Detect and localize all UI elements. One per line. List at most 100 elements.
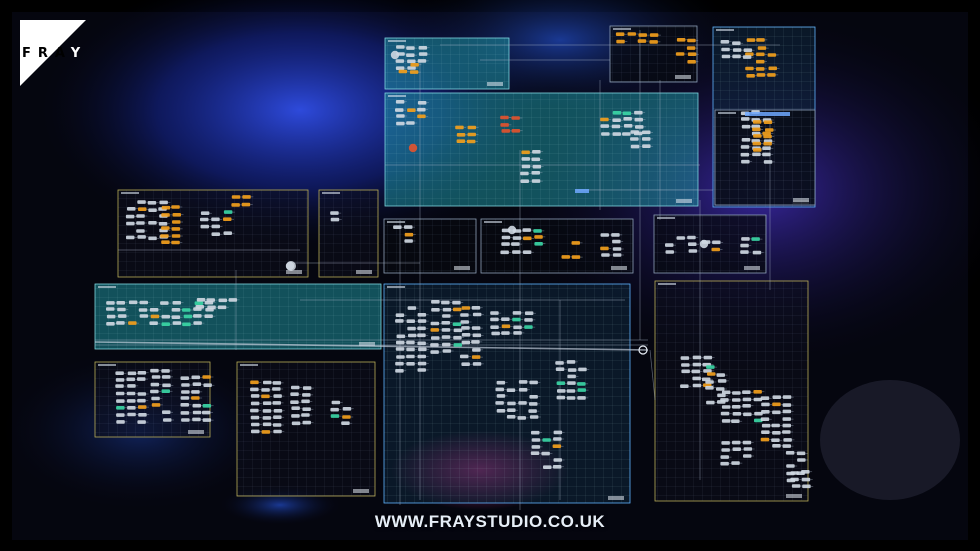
graph-node bbox=[528, 409, 537, 413]
graph-node bbox=[635, 125, 644, 129]
graph-node bbox=[396, 121, 405, 126]
graph-node bbox=[790, 477, 799, 482]
graph-node bbox=[137, 371, 147, 375]
graph-node bbox=[675, 52, 685, 56]
panel-footer-tag bbox=[608, 496, 624, 500]
graph-node bbox=[753, 148, 762, 152]
graph-node bbox=[467, 132, 476, 137]
panel-grid bbox=[95, 284, 381, 349]
graph-node bbox=[745, 52, 754, 56]
graph-node bbox=[763, 160, 773, 164]
graph-node bbox=[126, 391, 136, 396]
graph-node bbox=[161, 213, 170, 217]
graph-node bbox=[431, 300, 440, 304]
panel-header bbox=[98, 364, 116, 366]
graph-node bbox=[417, 333, 426, 338]
graph-node bbox=[471, 306, 481, 310]
graph-node bbox=[721, 448, 730, 452]
graph-node bbox=[407, 108, 416, 112]
graph-node bbox=[732, 447, 741, 451]
graph-node bbox=[148, 236, 157, 241]
graph-node bbox=[495, 401, 504, 405]
graph-node bbox=[772, 410, 781, 415]
graph-node bbox=[396, 340, 405, 345]
graph-node bbox=[456, 133, 466, 137]
graph-node bbox=[273, 415, 282, 419]
graph-node bbox=[531, 157, 540, 162]
graph-node bbox=[273, 394, 282, 398]
graph-node bbox=[782, 423, 791, 428]
graph-node bbox=[417, 368, 426, 372]
graph-node bbox=[407, 306, 417, 310]
graph-node bbox=[501, 235, 511, 240]
graph-node bbox=[136, 229, 145, 233]
graph-node bbox=[460, 313, 469, 317]
graph-node bbox=[524, 311, 534, 315]
graph-node bbox=[762, 152, 771, 157]
graph-node bbox=[783, 438, 792, 442]
graph-node bbox=[496, 409, 506, 413]
panel-footer-tag bbox=[793, 198, 809, 202]
graph-node bbox=[612, 247, 622, 251]
graph-node bbox=[630, 144, 640, 149]
graph-node bbox=[161, 322, 170, 326]
graph-node bbox=[501, 317, 510, 321]
graph-node bbox=[162, 410, 171, 414]
graph-node bbox=[137, 235, 146, 239]
graph-node bbox=[751, 124, 760, 129]
panel-header bbox=[613, 28, 631, 30]
graph-node bbox=[250, 394, 260, 398]
graph-node bbox=[743, 48, 753, 52]
graph-node bbox=[720, 40, 730, 44]
graph-node bbox=[396, 334, 406, 339]
graph-node bbox=[521, 157, 530, 161]
graph-node bbox=[687, 60, 696, 64]
graph-node bbox=[273, 409, 283, 413]
graph-node bbox=[118, 314, 127, 318]
graph-node bbox=[763, 120, 773, 124]
graph-node bbox=[731, 419, 740, 423]
panel-footer-tag bbox=[286, 270, 302, 274]
graph-node bbox=[665, 243, 674, 247]
graph-node bbox=[756, 73, 766, 77]
graph-node bbox=[742, 404, 751, 408]
graph-node bbox=[797, 458, 806, 462]
graph-node bbox=[556, 381, 566, 385]
graph-node bbox=[772, 395, 781, 399]
graph-node bbox=[223, 231, 232, 235]
graph-node bbox=[395, 347, 405, 351]
graph-node bbox=[741, 124, 751, 129]
graph-node bbox=[518, 380, 528, 384]
graph-node bbox=[262, 422, 272, 427]
graph-node bbox=[742, 440, 752, 445]
graph-node bbox=[460, 320, 469, 324]
graph-node bbox=[561, 255, 570, 259]
graph-node bbox=[500, 123, 509, 127]
graph-node bbox=[575, 189, 589, 193]
graph-node bbox=[732, 398, 741, 402]
graph-node bbox=[138, 207, 147, 211]
graph-wire bbox=[649, 349, 656, 401]
panel-header bbox=[388, 40, 406, 42]
graph-node bbox=[754, 418, 763, 423]
graph-node bbox=[183, 314, 193, 319]
graph-node bbox=[630, 137, 639, 141]
graph-node bbox=[716, 387, 725, 391]
graph-node bbox=[127, 399, 136, 403]
graph-node bbox=[211, 224, 220, 229]
graph-node bbox=[430, 321, 440, 326]
graph-node bbox=[761, 430, 770, 434]
graph-node bbox=[801, 470, 810, 474]
graph-node bbox=[786, 464, 795, 468]
graph-node bbox=[782, 444, 791, 448]
graph-node bbox=[501, 242, 510, 246]
graph-node bbox=[622, 111, 632, 116]
graph-node bbox=[790, 471, 799, 475]
graph-node bbox=[138, 308, 148, 312]
graph-node bbox=[705, 386, 714, 390]
graph-node bbox=[761, 410, 770, 414]
graph-node bbox=[272, 423, 282, 427]
graph-node bbox=[181, 390, 190, 394]
graph-node bbox=[251, 422, 260, 427]
graph-node bbox=[407, 326, 416, 331]
